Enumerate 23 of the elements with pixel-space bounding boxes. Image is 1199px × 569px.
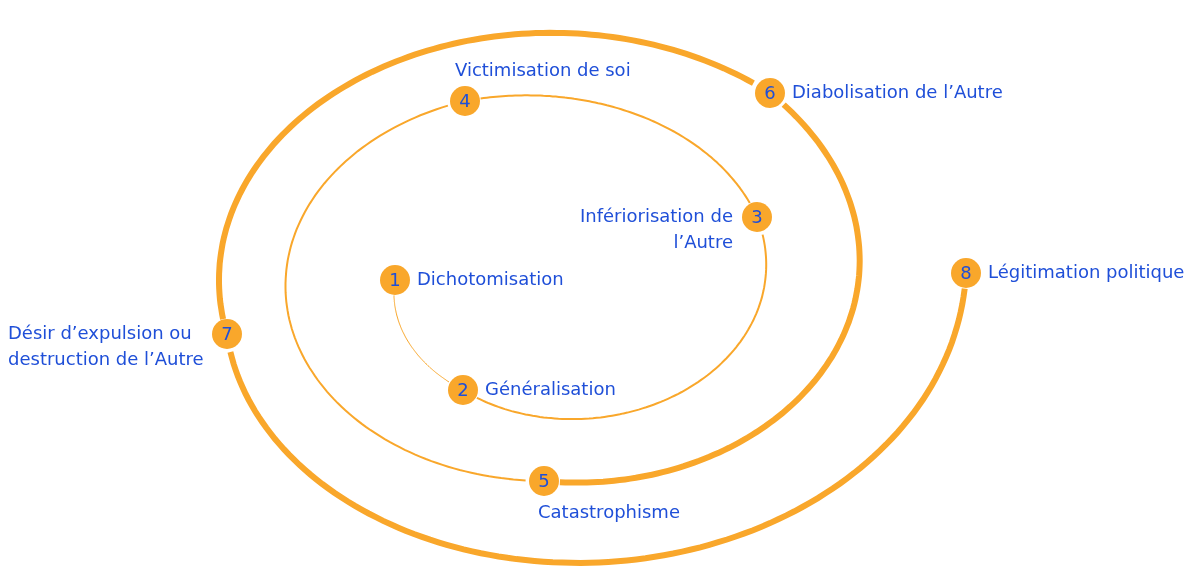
- step-label: Légitimation politique: [988, 260, 1185, 284]
- step-circle: 6: [755, 78, 785, 108]
- step-circle: 2: [448, 375, 478, 405]
- spiral-line: [479, 94, 751, 204]
- spiral-line: [559, 102, 863, 486]
- spiral-line: [227, 288, 968, 566]
- step-label: Catastrophisme: [538, 500, 680, 524]
- step-circle: 4: [450, 86, 480, 116]
- step-label: Généralisation: [485, 377, 616, 401]
- step-label: Diabolisation de l’Autre: [792, 80, 1003, 104]
- spiral-line: [216, 29, 755, 320]
- step-label: Dichotomisation: [417, 267, 564, 291]
- step-label: Désir d’expulsion ou destruction de l’Autre: [8, 321, 205, 371]
- spiral-line: [284, 104, 527, 482]
- step-circle: 5: [529, 466, 559, 496]
- step-label: Infériorisation de l’Autre: [578, 204, 733, 254]
- step-circle: 8: [951, 258, 981, 288]
- spiral-line: [475, 233, 768, 421]
- step-label: Victimisation de soi: [455, 58, 631, 82]
- step-circle: 3: [742, 202, 772, 232]
- step-circle: 7: [212, 319, 242, 349]
- spiral-line: [393, 294, 450, 383]
- step-circle: 1: [380, 265, 410, 295]
